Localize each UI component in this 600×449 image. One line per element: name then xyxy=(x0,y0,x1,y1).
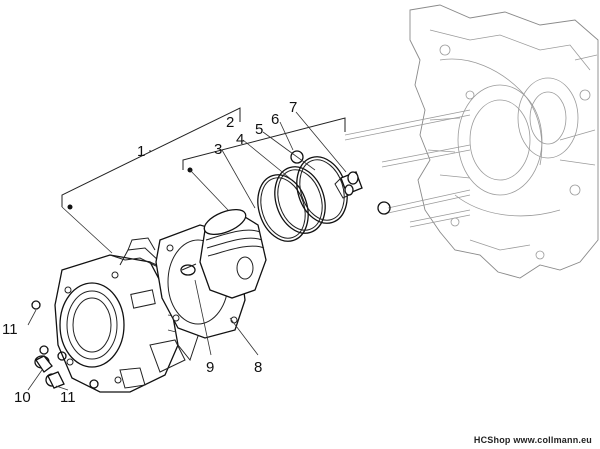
watermark: HCShop www.collmann.eu xyxy=(474,435,592,445)
callout-2: 2 xyxy=(226,114,234,131)
callout-11-lower: 11 xyxy=(60,389,76,406)
callout-10: 10 xyxy=(14,389,31,406)
group-bracket-1 xyxy=(61,107,241,210)
callout-3: 3 xyxy=(214,141,222,158)
callout-7: 7 xyxy=(289,99,297,116)
callout-1: 1 xyxy=(137,143,145,160)
callout-labels: 1 2 3 4 5 6 7 8 9 10 11 11 xyxy=(2,99,297,406)
callout-5: 5 xyxy=(255,121,263,138)
callout-6: 6 xyxy=(271,111,279,128)
watermark-brand: HCShop xyxy=(473,435,511,445)
callout-4: 4 xyxy=(236,131,244,148)
callout-8: 8 xyxy=(254,359,262,376)
leader-lines xyxy=(27,111,347,391)
crankcase-background xyxy=(409,4,599,279)
watermark-site: www.collmann.eu xyxy=(513,435,592,445)
callout-11-upper: 11 xyxy=(2,321,18,338)
callout-9: 9 xyxy=(206,359,214,376)
piston-rings xyxy=(257,156,348,242)
piston xyxy=(180,208,267,299)
dowel-pins-and-orings xyxy=(31,300,99,389)
circlips-and-pin xyxy=(290,150,391,215)
group-bracket-2 xyxy=(182,117,346,173)
cylinder-studs xyxy=(344,109,471,228)
